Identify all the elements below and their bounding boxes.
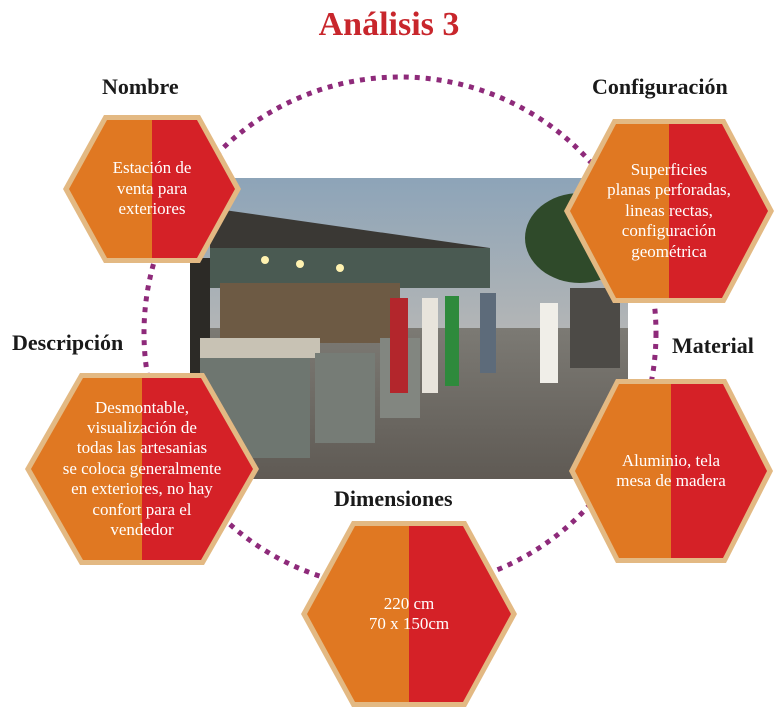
material-text: Aluminio, tela mesa de madera — [616, 450, 726, 490]
hex-descripcion: Desmontable, visualización de todas las … — [22, 370, 262, 568]
configuracion-text: Superficies planas perforadas, lineas re… — [607, 160, 731, 261]
label-nombre: Nombre — [98, 74, 183, 100]
dimensiones-text: 220 cm 70 x 150cm — [368, 593, 450, 633]
label-dimensiones: Dimensiones — [330, 486, 457, 512]
hex-configuracion: Superficies planas perforadas, lineas re… — [561, 116, 777, 306]
nombre-text: Estación de venta para exteriores — [112, 158, 192, 219]
label-material: Material — [668, 333, 758, 359]
label-descripcion: Descripción — [8, 330, 128, 356]
diagram-title: Análisis 3 — [318, 6, 460, 43]
label-configuracion: Configuración — [588, 74, 732, 100]
descripcion-text: Desmontable, visualización de todas las … — [62, 397, 222, 539]
hex-dimensiones: 220 cm 70 x 150cm — [298, 518, 520, 710]
hex-nombre: Estación de venta para exteriores — [60, 112, 244, 266]
hex-material: Aluminio, tela mesa de madera — [566, 376, 776, 566]
